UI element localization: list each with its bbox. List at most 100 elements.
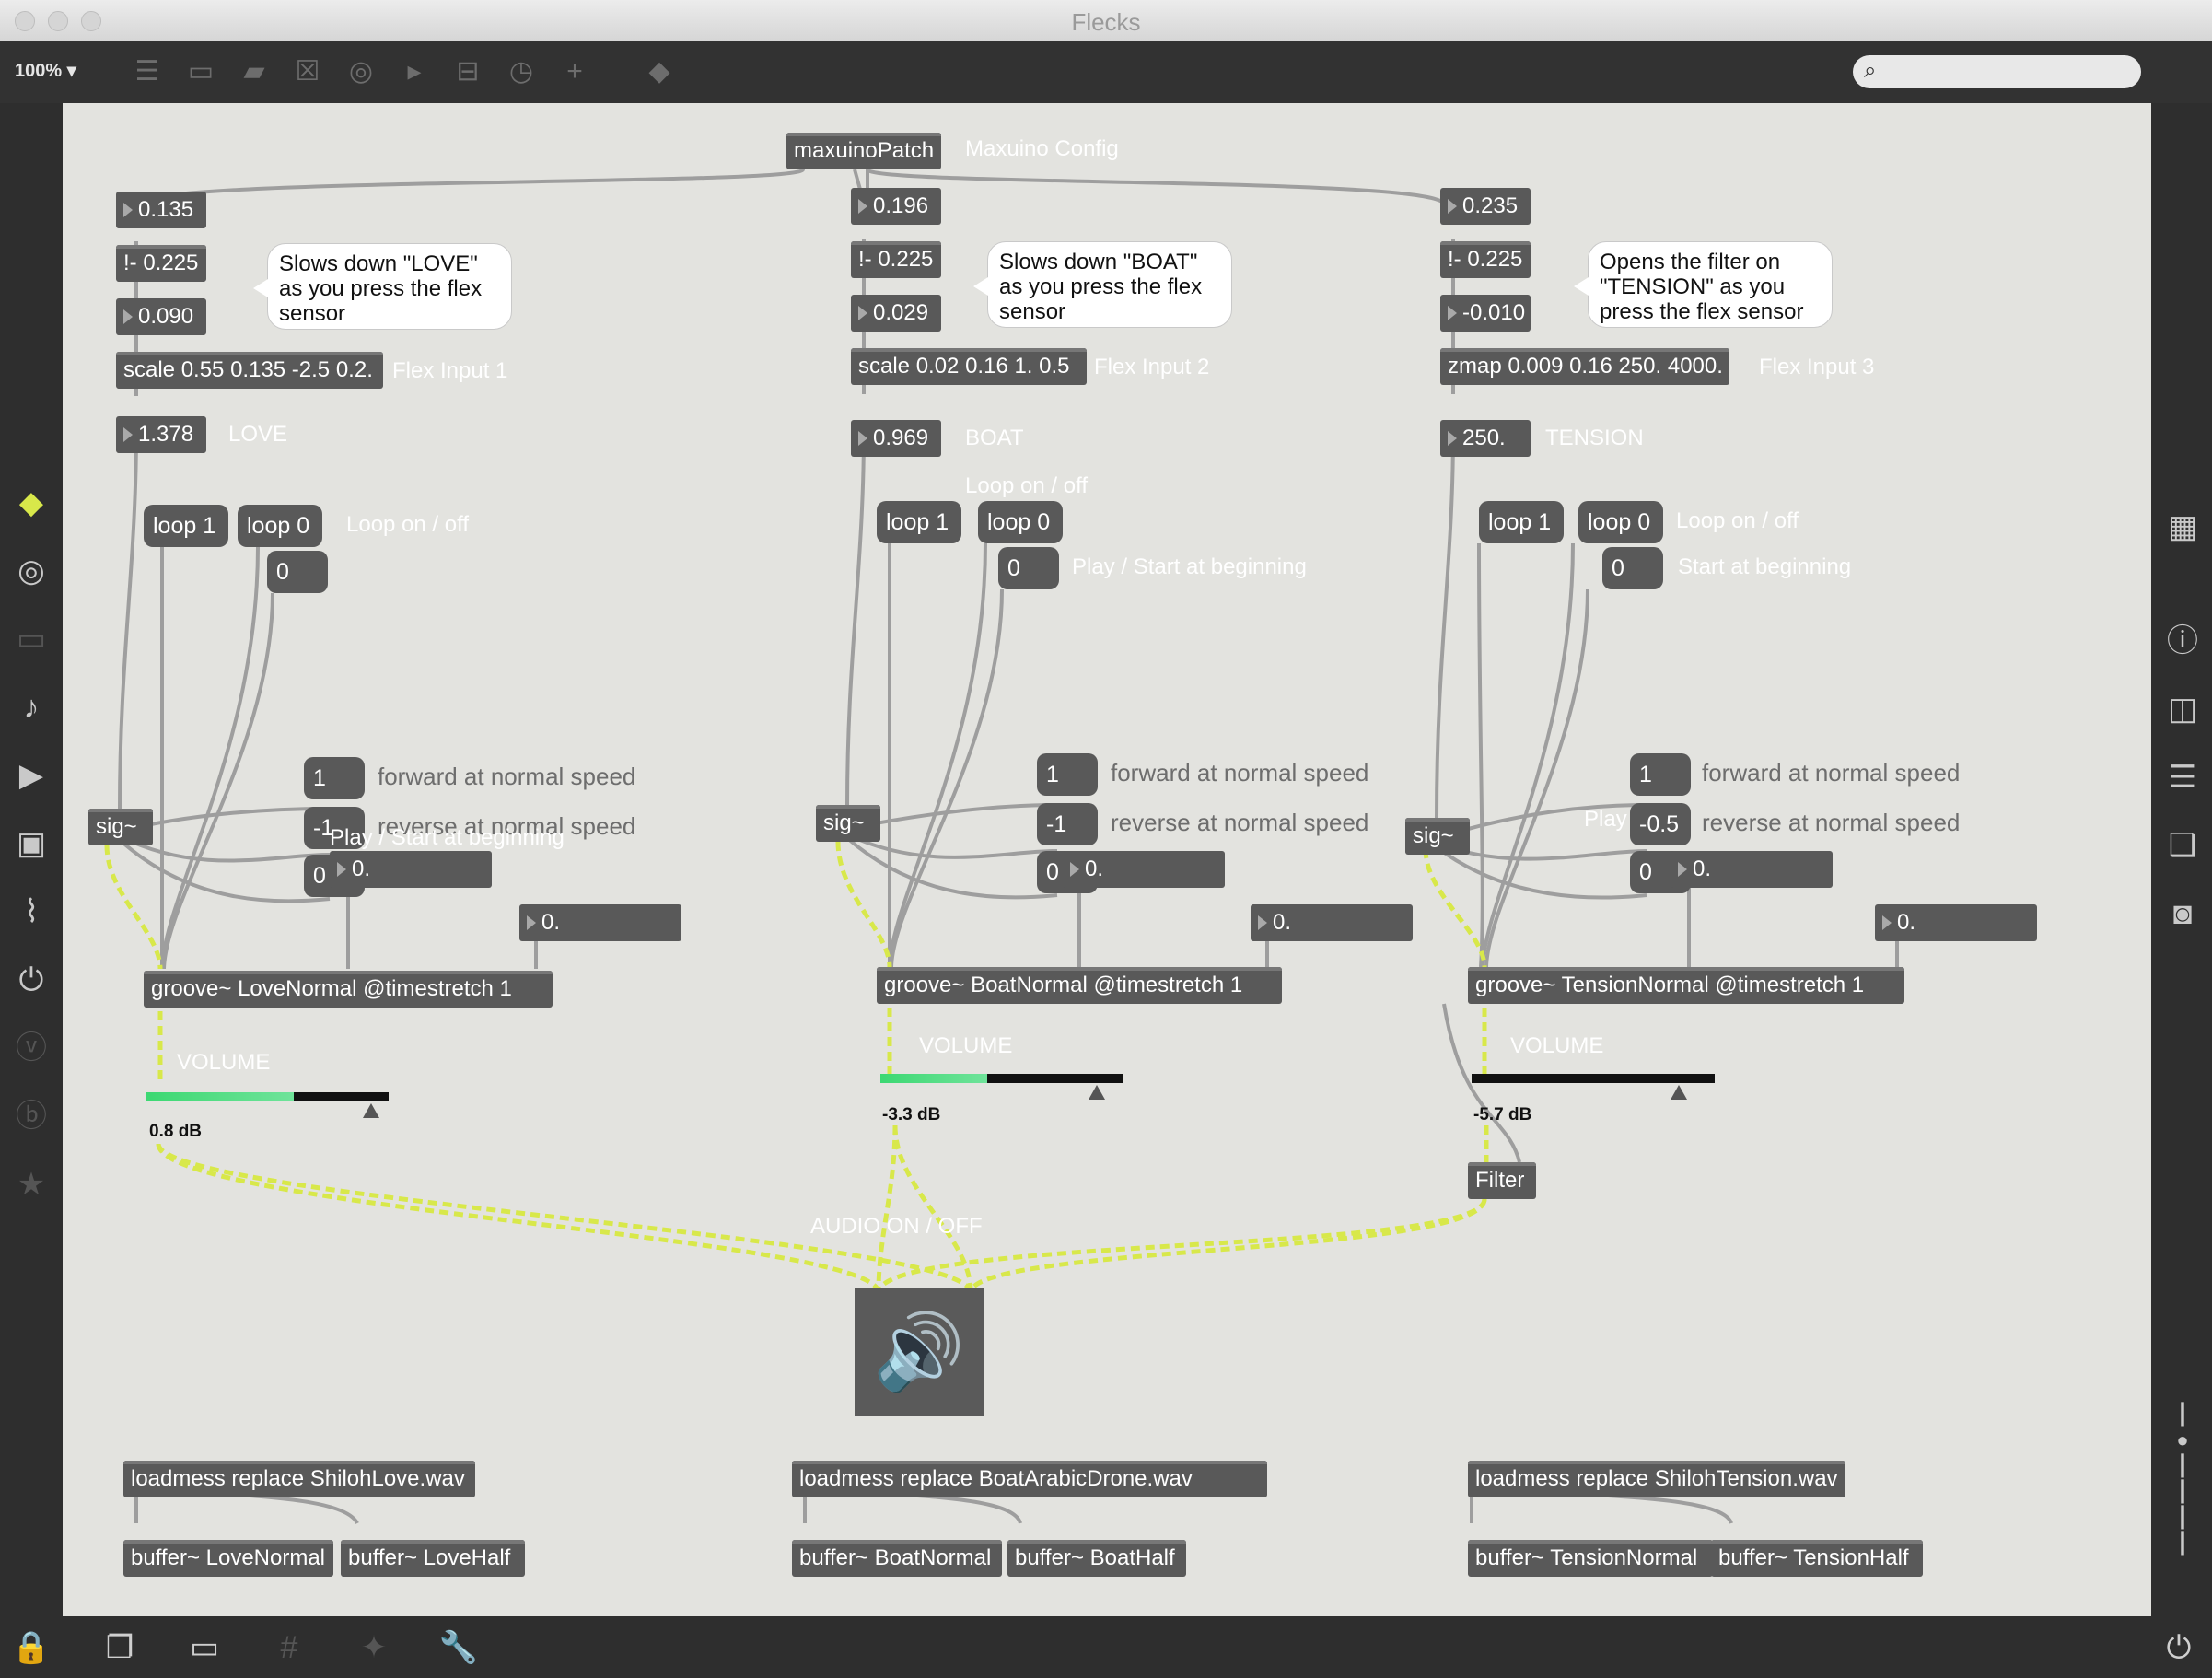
search-input[interactable]: ⌕ — [1853, 55, 2141, 88]
comment-icon[interactable]: ▰ — [243, 56, 265, 87]
patcher-canvas[interactable]: maxuinoPatch Maxuino Config 0.135 !- 0.2… — [63, 103, 2151, 1616]
boat-offset-object[interactable]: !- 0.225 — [851, 241, 941, 278]
boat-gain-handle[interactable] — [1089, 1085, 1105, 1100]
plug-icon[interactable]: ⏻ — [18, 962, 44, 997]
wrench-icon[interactable]: 🔧 — [438, 1630, 479, 1665]
boat-loop1-message[interactable]: loop 1 — [877, 501, 961, 543]
boat-raw-number[interactable]: 0.196 — [851, 188, 941, 225]
love-volume-meter[interactable] — [146, 1092, 389, 1118]
close-window-button[interactable] — [15, 11, 35, 31]
tension-groove-object[interactable]: groove~ TensionNormal @timestretch 1 — [1468, 967, 1904, 1004]
toggle-icon[interactable]: ☒ — [295, 56, 320, 87]
windows-icon[interactable]: ❐ — [105, 1630, 134, 1665]
book-icon[interactable]: ❏ — [2168, 828, 2197, 863]
camera-icon[interactable]: ◙ — [2172, 896, 2193, 931]
love-groove-object[interactable]: groove~ LoveNormal @timestretch 1 — [144, 971, 553, 1008]
power-icon[interactable]: ⏻ — [2166, 1630, 2192, 1665]
wand-icon[interactable]: ✦ — [360, 1630, 388, 1665]
love-forward-message[interactable]: 1 — [304, 757, 365, 799]
boat-reverse-message[interactable]: -1 — [1037, 803, 1098, 845]
grid-icon[interactable]: ▦ — [2167, 509, 2198, 544]
minimize-window-button[interactable] — [48, 11, 68, 31]
note-icon[interactable]: ♪ — [23, 690, 40, 725]
boat-loop0-message[interactable]: loop 0 — [978, 501, 1063, 543]
boat-volume-meter[interactable] — [880, 1074, 1123, 1100]
love-loop0-message[interactable]: loop 0 — [238, 505, 322, 547]
tension-volume-meter[interactable] — [1472, 1074, 1715, 1100]
love-buffer-normal[interactable]: buffer~ LoveNormal — [123, 1540, 333, 1577]
boat-loadmess-object[interactable]: loadmess replace BoatArabicDrone.wav — [792, 1461, 1267, 1497]
love-raw-number[interactable]: 0.135 — [116, 192, 206, 228]
add-icon[interactable]: + — [566, 56, 583, 87]
love-zero-message[interactable]: 0 — [267, 551, 328, 593]
boat-value-number[interactable]: 0.029 — [851, 295, 941, 332]
clip-icon[interactable]: ⌇ — [23, 894, 40, 929]
tension-loop0-message[interactable]: loop 0 — [1578, 501, 1663, 543]
v-icon[interactable]: ⓥ — [16, 1031, 47, 1066]
patcher-icon[interactable]: ☰ — [134, 56, 160, 87]
tension-out-number[interactable]: 250. — [1440, 420, 1531, 457]
tension-offset-object[interactable]: !- 0.225 — [1440, 241, 1531, 278]
dial-icon[interactable]: ◷ — [508, 56, 534, 87]
love-scale-object[interactable]: scale 0.55 0.135 -2.5 0.2. — [116, 352, 383, 389]
button-icon[interactable]: ◎ — [348, 56, 374, 87]
tension-value-number[interactable]: -0.010 — [1440, 295, 1531, 332]
paint-bucket-icon[interactable]: ◆ — [648, 56, 670, 87]
love-value-number[interactable]: 0.090 — [116, 298, 206, 335]
target-icon[interactable]: ◎ — [17, 554, 45, 588]
love-out-number[interactable]: 1.378 — [116, 416, 206, 453]
love-gain-handle[interactable] — [363, 1103, 379, 1118]
tension-gain-handle[interactable] — [1671, 1085, 1687, 1100]
love-buffer-half[interactable]: buffer~ LoveHalf — [341, 1540, 525, 1577]
image-icon[interactable]: ▣ — [16, 826, 47, 861]
boat-forward-message[interactable]: 1 — [1037, 753, 1098, 796]
boat-scale-object[interactable]: scale 0.02 0.16 1. 0.5 — [851, 348, 1087, 385]
slider-icon[interactable]: ⊟ — [456, 56, 480, 87]
tension-buffer-half[interactable]: buffer~ TensionHalf — [1711, 1540, 1923, 1577]
boat-buffer-normal[interactable]: buffer~ BoatNormal — [792, 1540, 1002, 1577]
tension-zmap-object[interactable]: zmap 0.009 0.16 250. 4000. — [1440, 348, 1729, 385]
love-loop1-message[interactable]: loop 1 — [144, 505, 228, 547]
tension-float-2[interactable]: 0. — [1875, 904, 2037, 941]
maxuino-patch-object[interactable]: maxuinoPatch — [786, 133, 941, 169]
tension-reverse-message[interactable]: -0.5 — [1630, 803, 1691, 845]
presentation-icon[interactable]: ▭ — [189, 1630, 220, 1665]
columns-icon[interactable]: ◫ — [2167, 692, 2198, 727]
boat-zero-message[interactable]: 0 — [998, 547, 1059, 589]
tension-filter-object[interactable]: Filter — [1468, 1162, 1536, 1199]
boat-sig-object[interactable]: sig~ — [816, 805, 880, 842]
message-icon[interactable]: ▭ — [187, 56, 215, 87]
boat-groove-object[interactable]: groove~ BoatNormal @timestretch 1 — [877, 967, 1282, 1004]
star-icon[interactable]: ★ — [17, 1167, 46, 1202]
tension-buffer-normal[interactable]: buffer~ TensionNormal — [1468, 1540, 1713, 1577]
list-icon[interactable]: ☰ — [2168, 760, 2197, 795]
tension-loop1-message[interactable]: loop 1 — [1479, 501, 1564, 543]
cube-icon[interactable]: ◆ — [18, 485, 44, 520]
lock-icon[interactable]: 🔒 — [11, 1630, 52, 1665]
boat-buffer-half[interactable]: buffer~ BoatHalf — [1007, 1540, 1186, 1577]
b-icon[interactable]: ⓑ — [16, 1099, 47, 1134]
number-icon[interactable]: ▸ — [407, 56, 422, 87]
volume-slider[interactable]: ┃●┃┃┃┃ — [2176, 1403, 2189, 1555]
tension-raw-number[interactable]: 0.235 — [1440, 188, 1531, 225]
love-offset-object[interactable]: !- 0.225 — [116, 245, 206, 282]
love-reverse-message[interactable]: -1 — [304, 807, 365, 849]
keyboard-icon[interactable]: ▭ — [16, 622, 47, 657]
love-loadmess-object[interactable]: loadmess replace ShilohLove.wav — [123, 1461, 475, 1497]
grid-icon[interactable]: # — [280, 1630, 298, 1665]
boat-out-number[interactable]: 0.969 — [851, 420, 941, 457]
love-float-1[interactable]: 0. — [330, 851, 492, 888]
zoom-select[interactable]: 100% ▾ — [15, 61, 76, 81]
boat-float-2[interactable]: 0. — [1251, 904, 1413, 941]
boat-float-1[interactable]: 0. — [1063, 851, 1225, 888]
tension-sig-object[interactable]: sig~ — [1405, 818, 1470, 855]
tension-forward-message[interactable]: 1 — [1630, 753, 1691, 796]
audio-dac-button[interactable]: 🔊 — [855, 1288, 984, 1416]
play-icon[interactable]: ▶ — [18, 758, 44, 793]
info-icon[interactable]: ⓘ — [2167, 623, 2198, 658]
tension-float-1[interactable]: 0. — [1671, 851, 1833, 888]
love-float-2[interactable]: 0. — [519, 904, 681, 941]
tension-zero-message[interactable]: 0 — [1602, 547, 1663, 589]
tension-loadmess-object[interactable]: loadmess replace ShilohTension.wav — [1468, 1461, 1845, 1497]
love-sig-object[interactable]: sig~ — [88, 809, 153, 845]
